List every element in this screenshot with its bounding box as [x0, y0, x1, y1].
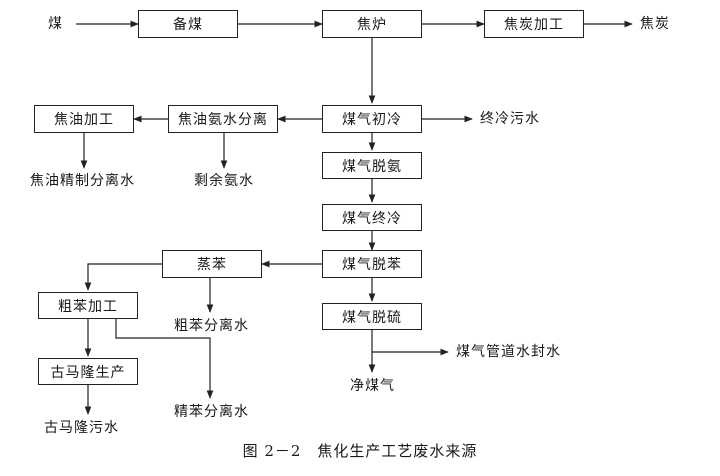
label-gas-pipeline-seal-water: 煤气管道水封水	[456, 344, 561, 360]
label-coke-output: 焦炭	[640, 16, 670, 32]
node-benzene-distillation-label: 蒸苯	[197, 257, 227, 273]
edge-crude-proc-to-fine-water	[115, 319, 214, 399]
node-coke-processing: 焦炭加工	[484, 10, 584, 38]
figure-caption: 图 2－2 焦化生产工艺废水来源	[242, 442, 478, 460]
node-gas-primary-cooling: 煤气初冷	[322, 105, 422, 133]
node-coal-preparation: 备煤	[138, 10, 238, 38]
node-tar-ammonia-separation: 焦油氨水分离	[168, 105, 278, 133]
label-coumarone-wastewater: 古马隆污水	[44, 420, 119, 436]
node-gas-desulfurization-label: 煤气脱硫	[342, 309, 402, 326]
node-coke-oven: 焦炉	[322, 10, 422, 38]
node-crude-benzene-processing-label: 粗苯加工	[58, 298, 118, 315]
node-crude-benzene-processing: 粗苯加工	[38, 292, 138, 319]
label-crude-benzene-separation-water: 粗苯分离水	[174, 318, 249, 334]
label-refined-benzene-separation-water: 精苯分离水	[174, 404, 249, 420]
node-coumarone-production: 古马隆生产	[38, 358, 138, 385]
node-coke-processing-label: 焦炭加工	[504, 17, 564, 33]
node-gas-final-cooling-label: 煤气终冷	[342, 210, 402, 227]
label-coal-input: 煤	[48, 16, 63, 32]
label-tar-refining-separation-water: 焦油精制分离水	[30, 173, 135, 189]
node-gas-final-cooling: 煤气终冷	[322, 204, 422, 231]
node-gas-primary-cooling-label: 煤气初冷	[342, 112, 402, 128]
label-clean-gas: 净煤气	[350, 378, 395, 394]
label-final-cooling-wastewater: 终冷污水	[480, 111, 540, 127]
node-benzene-distillation: 蒸苯	[162, 250, 262, 278]
node-tar-ammonia-separation-label: 焦油氨水分离	[178, 112, 268, 128]
node-tar-processing-label: 焦油加工	[54, 112, 114, 128]
edge-distill-to-crude-proc	[84, 263, 162, 291]
node-gas-debenzolization: 煤气脱苯	[322, 250, 422, 278]
node-gas-desulfurization: 煤气脱硫	[322, 303, 422, 330]
node-gas-deammoniation-label: 煤气脱氨	[342, 158, 402, 175]
node-gas-deammoniation: 煤气脱氨	[322, 152, 422, 179]
node-coke-oven-label: 焦炉	[357, 17, 387, 33]
label-residual-ammonia-water: 剩余氨水	[194, 173, 254, 189]
node-coumarone-production-label: 古马隆生产	[50, 364, 126, 381]
node-coal-preparation-label: 备煤	[173, 17, 203, 33]
node-gas-debenzolization-label: 煤气脱苯	[342, 257, 402, 273]
node-tar-processing: 焦油加工	[34, 105, 134, 133]
